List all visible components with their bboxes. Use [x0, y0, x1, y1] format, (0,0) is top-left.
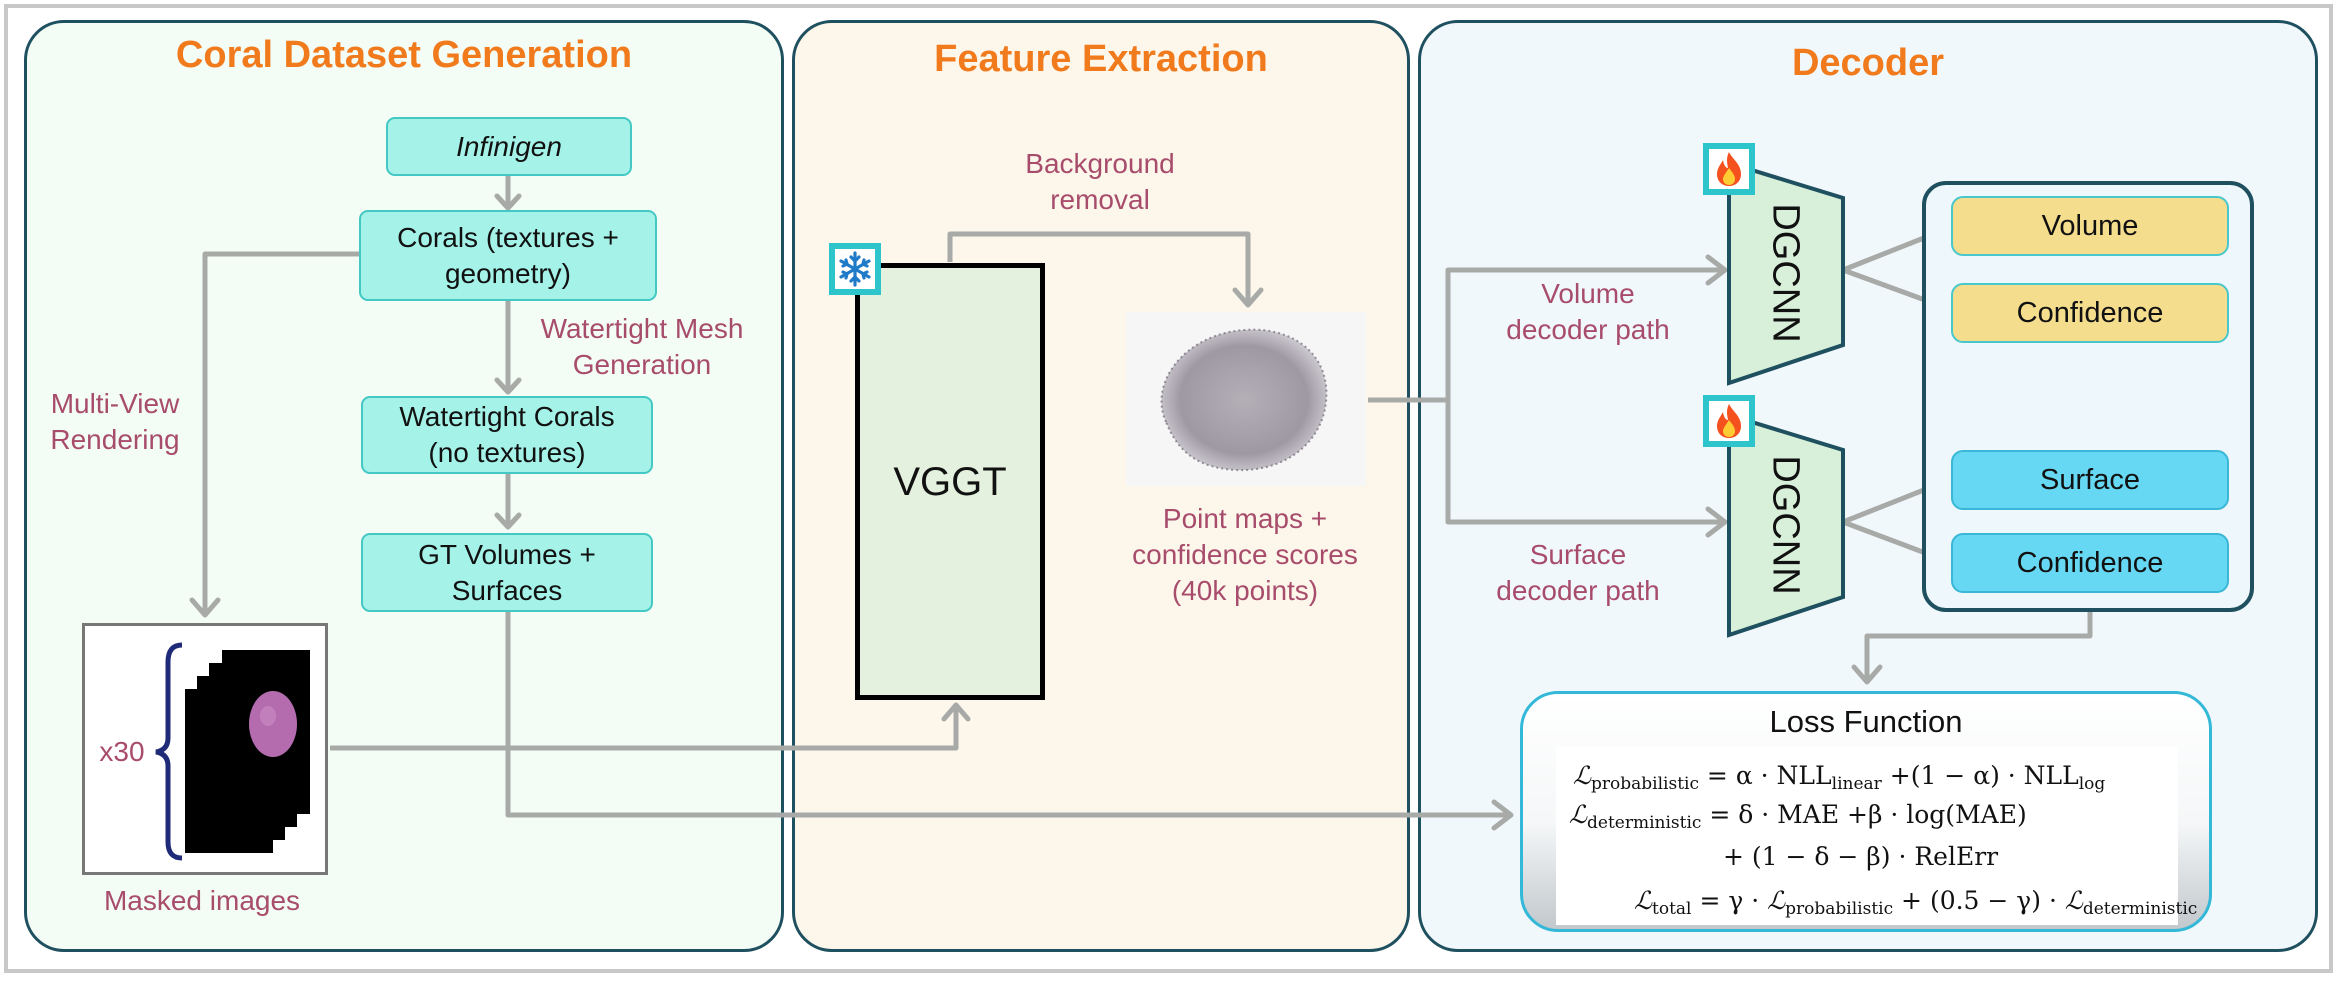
- volume-output: Volume: [1951, 196, 2229, 256]
- bg-line1: Background: [1025, 148, 1175, 179]
- surface-output: Surface: [1951, 450, 2229, 510]
- infinigen-label: Infinigen: [456, 130, 562, 162]
- watertight-mesh-label: Watertight Mesh Generation: [522, 311, 762, 383]
- dgcnn-top-label: DGCNN: [1765, 203, 1808, 343]
- volume-path-line1: Volume: [1541, 278, 1635, 309]
- watertight-corals-box: Watertight Corals (no textures): [361, 396, 653, 474]
- surface-path-label: Surface decoder path: [1468, 537, 1688, 609]
- pm-line3: (40k points): [1171, 575, 1319, 606]
- gt-volumes-box: GT Volumes + Surfaces: [361, 533, 653, 612]
- bg-line2: removal: [1050, 184, 1150, 215]
- flame-icon-bottom: [1703, 395, 1755, 447]
- gt-line2: Surfaces: [451, 574, 563, 606]
- volume-path-line2: decoder path: [1506, 314, 1670, 345]
- masked-images-label: Masked images: [103, 885, 301, 916]
- flame-glyph-bottom: [1717, 404, 1741, 438]
- watertight-mesh-line2: Generation: [572, 349, 712, 380]
- volume-path-label: Volume decoder path: [1478, 276, 1698, 348]
- watertight-corals-line1: Watertight Corals: [399, 401, 615, 432]
- infinigen-box: Infinigen: [386, 117, 632, 176]
- loss-eq-deterministic-cont: + (1 − δ − β) · RelErr: [1723, 842, 1999, 871]
- volume-confidence-output: Confidence: [1951, 283, 2229, 343]
- point-maps-label: Point maps + confidence scores (40k poin…: [1110, 501, 1380, 609]
- loss-equations-panel: [1556, 747, 2178, 925]
- multiview-line1: Multi-View: [50, 388, 180, 419]
- multiview-line2: Rendering: [50, 424, 180, 455]
- vggt-block: VGGT: [855, 263, 1045, 700]
- corals-line1: Corals (textures +: [397, 221, 619, 253]
- feature-title: Feature Extraction: [934, 38, 1268, 80]
- surface-confidence-output: Confidence: [1951, 533, 2229, 593]
- dgcnn-bottom-label: DGCNN: [1765, 455, 1808, 595]
- dataset-title: Coral Dataset Generation: [175, 34, 633, 76]
- outer-frame: [4, 4, 2333, 973]
- pm-line2: confidence scores: [1132, 539, 1358, 570]
- snowflake-icon: [829, 243, 881, 295]
- flame-icon-top: [1703, 143, 1755, 195]
- loss-eq-probabilistic: ℒprobabilistic = α · NLLlinear +(1 − α) …: [1573, 761, 2106, 794]
- background-removal-label: Background removal: [1000, 146, 1200, 218]
- x30-label: x30: [99, 736, 145, 767]
- corals-line2: geometry): [444, 257, 572, 289]
- loss-eq-deterministic: ℒdeterministic = δ · MAE +β · log(MAE): [1569, 800, 2027, 833]
- gt-line1: GT Volumes +: [418, 538, 596, 570]
- surface-path-line1: Surface: [1529, 539, 1627, 570]
- multiview-label: Multi-View Rendering: [30, 386, 200, 458]
- loss-title: Loss Function: [1769, 704, 1963, 739]
- flame-glyph-top: [1717, 152, 1741, 186]
- point-cloud-image: [1126, 312, 1366, 486]
- watertight-mesh-line1: Watertight Mesh: [540, 313, 744, 344]
- point-cloud-render: [1160, 328, 1328, 472]
- corals-box: Corals (textures + geometry): [359, 210, 657, 301]
- watertight-corals-line2: (no textures): [428, 437, 586, 468]
- loss-eq-total: ℒtotal = γ · ℒprobabilistic + (0.5 − γ) …: [1634, 886, 2198, 919]
- decoder-title: Decoder: [1791, 42, 1945, 84]
- snowflake-glyph: [839, 251, 871, 287]
- vggt-label: VGGT: [893, 459, 1007, 504]
- surface-path-line2: decoder path: [1496, 575, 1660, 606]
- pm-line1: Point maps +: [1162, 503, 1328, 534]
